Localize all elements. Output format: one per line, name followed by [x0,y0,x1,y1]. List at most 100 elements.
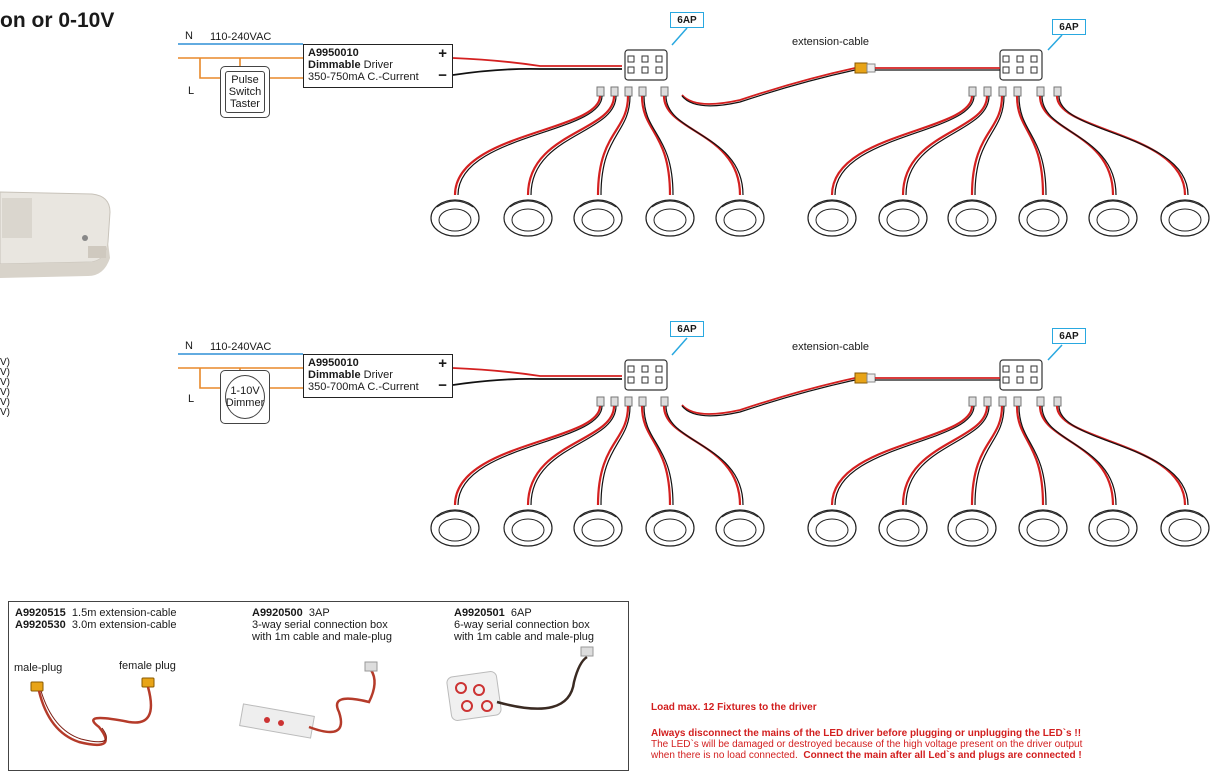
lead-connector [638,396,647,407]
voltage-item: V) [0,387,10,398]
product-name: 6AP [510,607,532,619]
plug-icon [866,63,876,73]
lead-connector [660,86,669,97]
driver-module-icon [0,191,111,278]
load-warning: Load max. 12 Fixtures to the driver [651,702,817,713]
downlight-lens [581,518,615,542]
voltage-item: V) [0,367,10,378]
box-socket [641,365,649,373]
lead-cable-red [596,405,630,506]
lead-cable-black [1058,405,1189,506]
downlight-lens [511,208,545,232]
lead-connector [638,86,647,97]
control-line: Pulse [231,74,259,86]
lead-cable-red [596,95,630,196]
lead-cable-black [834,405,975,506]
connect-warning-a: when there is no load connected. [651,750,798,761]
lead-cable-black [457,405,603,506]
plug-icon [854,372,868,384]
box-socket [1016,55,1024,63]
dimmer-label: 1-10V Dimmer [225,375,265,419]
box-socket [627,365,635,373]
product-code: A9920500 [252,607,303,619]
extension-cable-black [681,379,856,417]
lead-connector [624,396,633,407]
box-socket [1016,66,1024,74]
lead-cable-black [834,95,975,196]
downlight-rim [651,200,689,208]
vac-label: 110-240VAC [210,31,272,43]
box-socket [1030,365,1038,373]
female-plug-label: female plug [119,660,176,672]
lead-cable-red [1038,405,1115,506]
lead-connector [1036,396,1045,407]
6ap-product: A9920501 6AP 6-way serial connection box… [454,607,594,643]
downlight-rim [1024,200,1062,208]
voltage-item: V) [0,397,10,408]
3ap-box-icon [239,661,378,739]
neutral-label: N [185,30,193,42]
lead-connector [983,396,992,407]
extension-cable-red [681,377,856,415]
box-tag-right: 6AP [1052,19,1086,35]
lead-cable-red [970,95,1004,196]
connect-warning: when there is no load connected. Connect… [651,750,1082,761]
extension-cable-label: extension-cable [792,36,870,48]
downlight-rim [721,510,759,518]
page-title: on or 0-10V [0,9,115,32]
box-socket [1002,365,1010,373]
downlight-rim [436,510,474,518]
downlight-rim [884,200,922,208]
output-cable-red [452,367,622,377]
driver-box: A9950010 Dimmable Driver 350-700mA C.-Cu… [303,354,453,398]
product-desc: with 1m cable and male-plug [252,631,393,643]
minus-terminal: − [438,67,447,84]
connection-box-icon [624,359,668,391]
lead-connector [1053,86,1062,97]
lead-cable-red [830,405,974,506]
lead-connector [596,86,605,97]
lead-cable-black [643,95,674,196]
tag-arrow [1047,344,1063,361]
lead-connector [1036,86,1045,97]
driver-box: A9950010 Dimmable Driver 350-750mA C.-Cu… [303,44,453,88]
lead-connector [1053,396,1062,407]
lead-cable-red [970,405,1004,506]
extension-cable-black [681,69,856,107]
control-line: Switch [228,86,262,98]
pulse-switch-label: Pulse Switch Taster [225,71,265,113]
driver-dimmable: Dimmable [308,369,361,381]
lead-connector [610,396,619,407]
downlight-rim [1094,200,1132,208]
lead-cable-black [457,95,603,196]
lead-cable-black [665,95,744,196]
control-line: Taster [230,98,260,110]
extension-cable-red [681,67,856,105]
disconnect-warning: Always disconnect the mains of the LED d… [651,728,1082,739]
box-tag-left: 6AP [670,12,704,28]
downlight-rim [1166,200,1204,208]
lead-connector [596,396,605,407]
lead-connector [1013,396,1022,407]
downlight-lens [886,518,920,542]
lead-connector [998,396,1007,407]
plug-icon [854,62,868,74]
lead-cable-black [1018,95,1047,196]
downlight-rim [953,510,991,518]
downlight-rim [579,200,617,208]
lead-cable-black [905,95,990,196]
lead-cable-black [1018,405,1047,506]
control-line: 1-10V [230,385,260,397]
lead-cable-red [640,405,672,506]
product-code: A9920530 [15,619,66,631]
tag-arrow [1047,34,1063,51]
driver-word: Driver [360,59,393,71]
lead-cable-red [640,95,672,196]
lead-cable-black [643,405,674,506]
driver-code: A9950010 [308,357,359,369]
lead-cable-red [1015,405,1045,506]
voltage-list: V) V) V) V) V) V) [0,358,10,418]
lead-cable-black [530,95,617,196]
box-socket [655,55,663,63]
